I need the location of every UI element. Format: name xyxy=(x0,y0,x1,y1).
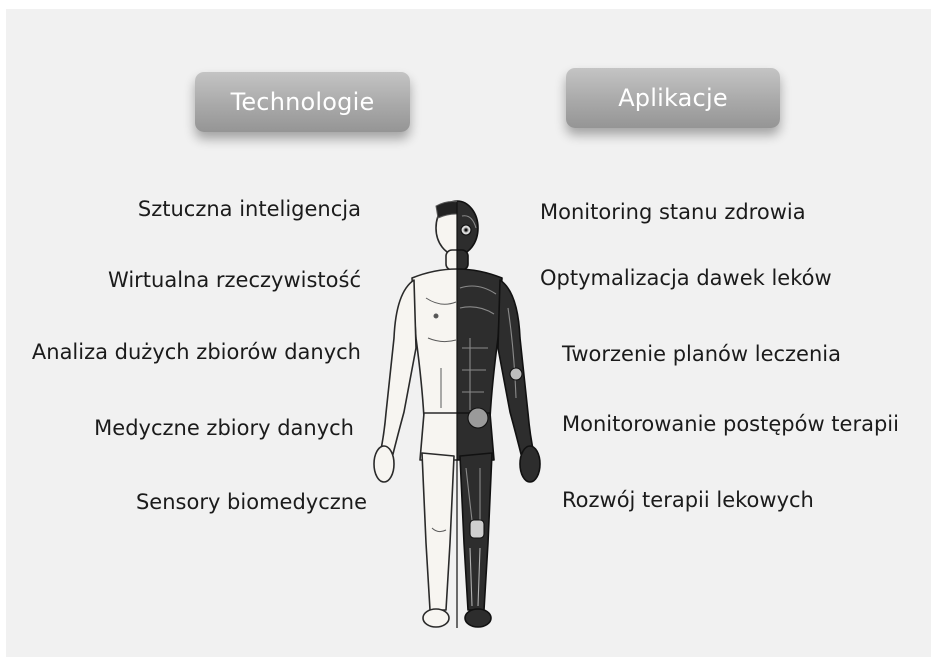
application-item: Optymalizacja dawek leków xyxy=(540,265,832,291)
technology-item: Medyczne zbiory danych xyxy=(94,415,354,441)
applications-header: Aplikacje xyxy=(566,68,780,128)
technology-item: Sztuczna inteligencja xyxy=(138,196,361,222)
technology-item: Analiza dużych zbiorów danych xyxy=(32,339,361,365)
application-item: Rozwój terapii lekowych xyxy=(562,487,814,513)
application-item: Monitorowanie postępów terapii xyxy=(562,411,899,437)
technologies-header: Technologie xyxy=(195,72,410,132)
human-body-illustration xyxy=(366,198,548,644)
application-item: Monitoring stanu zdrowia xyxy=(540,199,806,225)
application-item: Tworzenie planów leczenia xyxy=(562,341,841,367)
technology-item: Wirtualna rzeczywistość xyxy=(108,267,361,293)
technology-item: Sensory biomedyczne xyxy=(136,489,367,515)
